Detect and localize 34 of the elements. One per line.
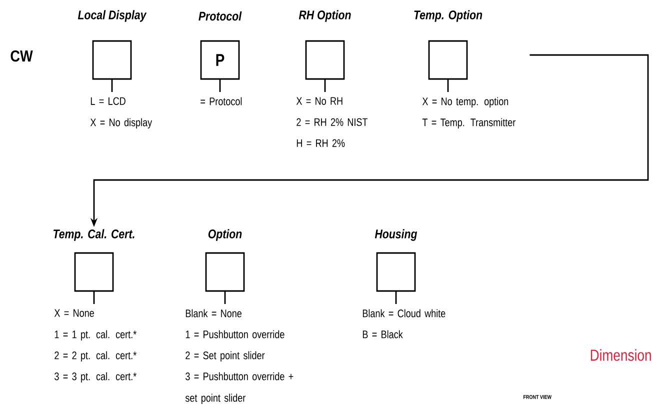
option-text: T = Temp. Transmitter	[422, 118, 516, 128]
option-text: 2 = RH 2% NIST	[296, 118, 368, 126]
option-text: H = RH 2%	[296, 139, 345, 147]
code-prefix: CW	[10, 50, 33, 62]
code-box	[92, 40, 132, 80]
code-box	[205, 252, 245, 292]
field-heading: RH Option	[298, 10, 351, 22]
section-heading: Dimension	[590, 349, 651, 361]
code-box	[74, 252, 114, 292]
field-heading: Temp. Cal. Cert.	[54, 229, 134, 241]
field-heading: Temp. Option	[414, 10, 482, 22]
option-text: 3 = 3 pt. cal. cert.*	[54, 372, 136, 382]
option-text: Blank = Cloud white	[362, 309, 446, 318]
option-text: 3 = Pushbutton override + set point slider	[185, 372, 294, 404]
field-heading: Housing	[374, 229, 418, 241]
option-text: L = LCD	[90, 97, 126, 105]
option-text: B = Black	[362, 330, 403, 338]
code-box	[428, 40, 468, 80]
option-text: X = No RH	[296, 97, 342, 105]
option-text: = Protocol	[200, 97, 242, 106]
option-text: 2 = Set point slider	[186, 351, 265, 362]
code-box: P	[200, 40, 240, 80]
option-text: 2 = 2 pt. cal. cert.*	[54, 351, 136, 362]
option-text: X = No temp. option	[422, 97, 508, 108]
field-heading: Protocol	[198, 11, 242, 21]
code-box	[376, 252, 416, 292]
option-text: X = None	[54, 309, 94, 317]
option-text: 1 = Pushbutton override	[186, 330, 284, 338]
code-box	[305, 40, 345, 80]
field-heading: Local Display	[78, 10, 147, 22]
field-heading: Option	[208, 229, 242, 241]
option-text: Blank = None	[186, 309, 242, 318]
option-text: 1 = 1 pt. cal. cert.*	[54, 330, 136, 340]
option-text: X = No display	[90, 118, 152, 128]
